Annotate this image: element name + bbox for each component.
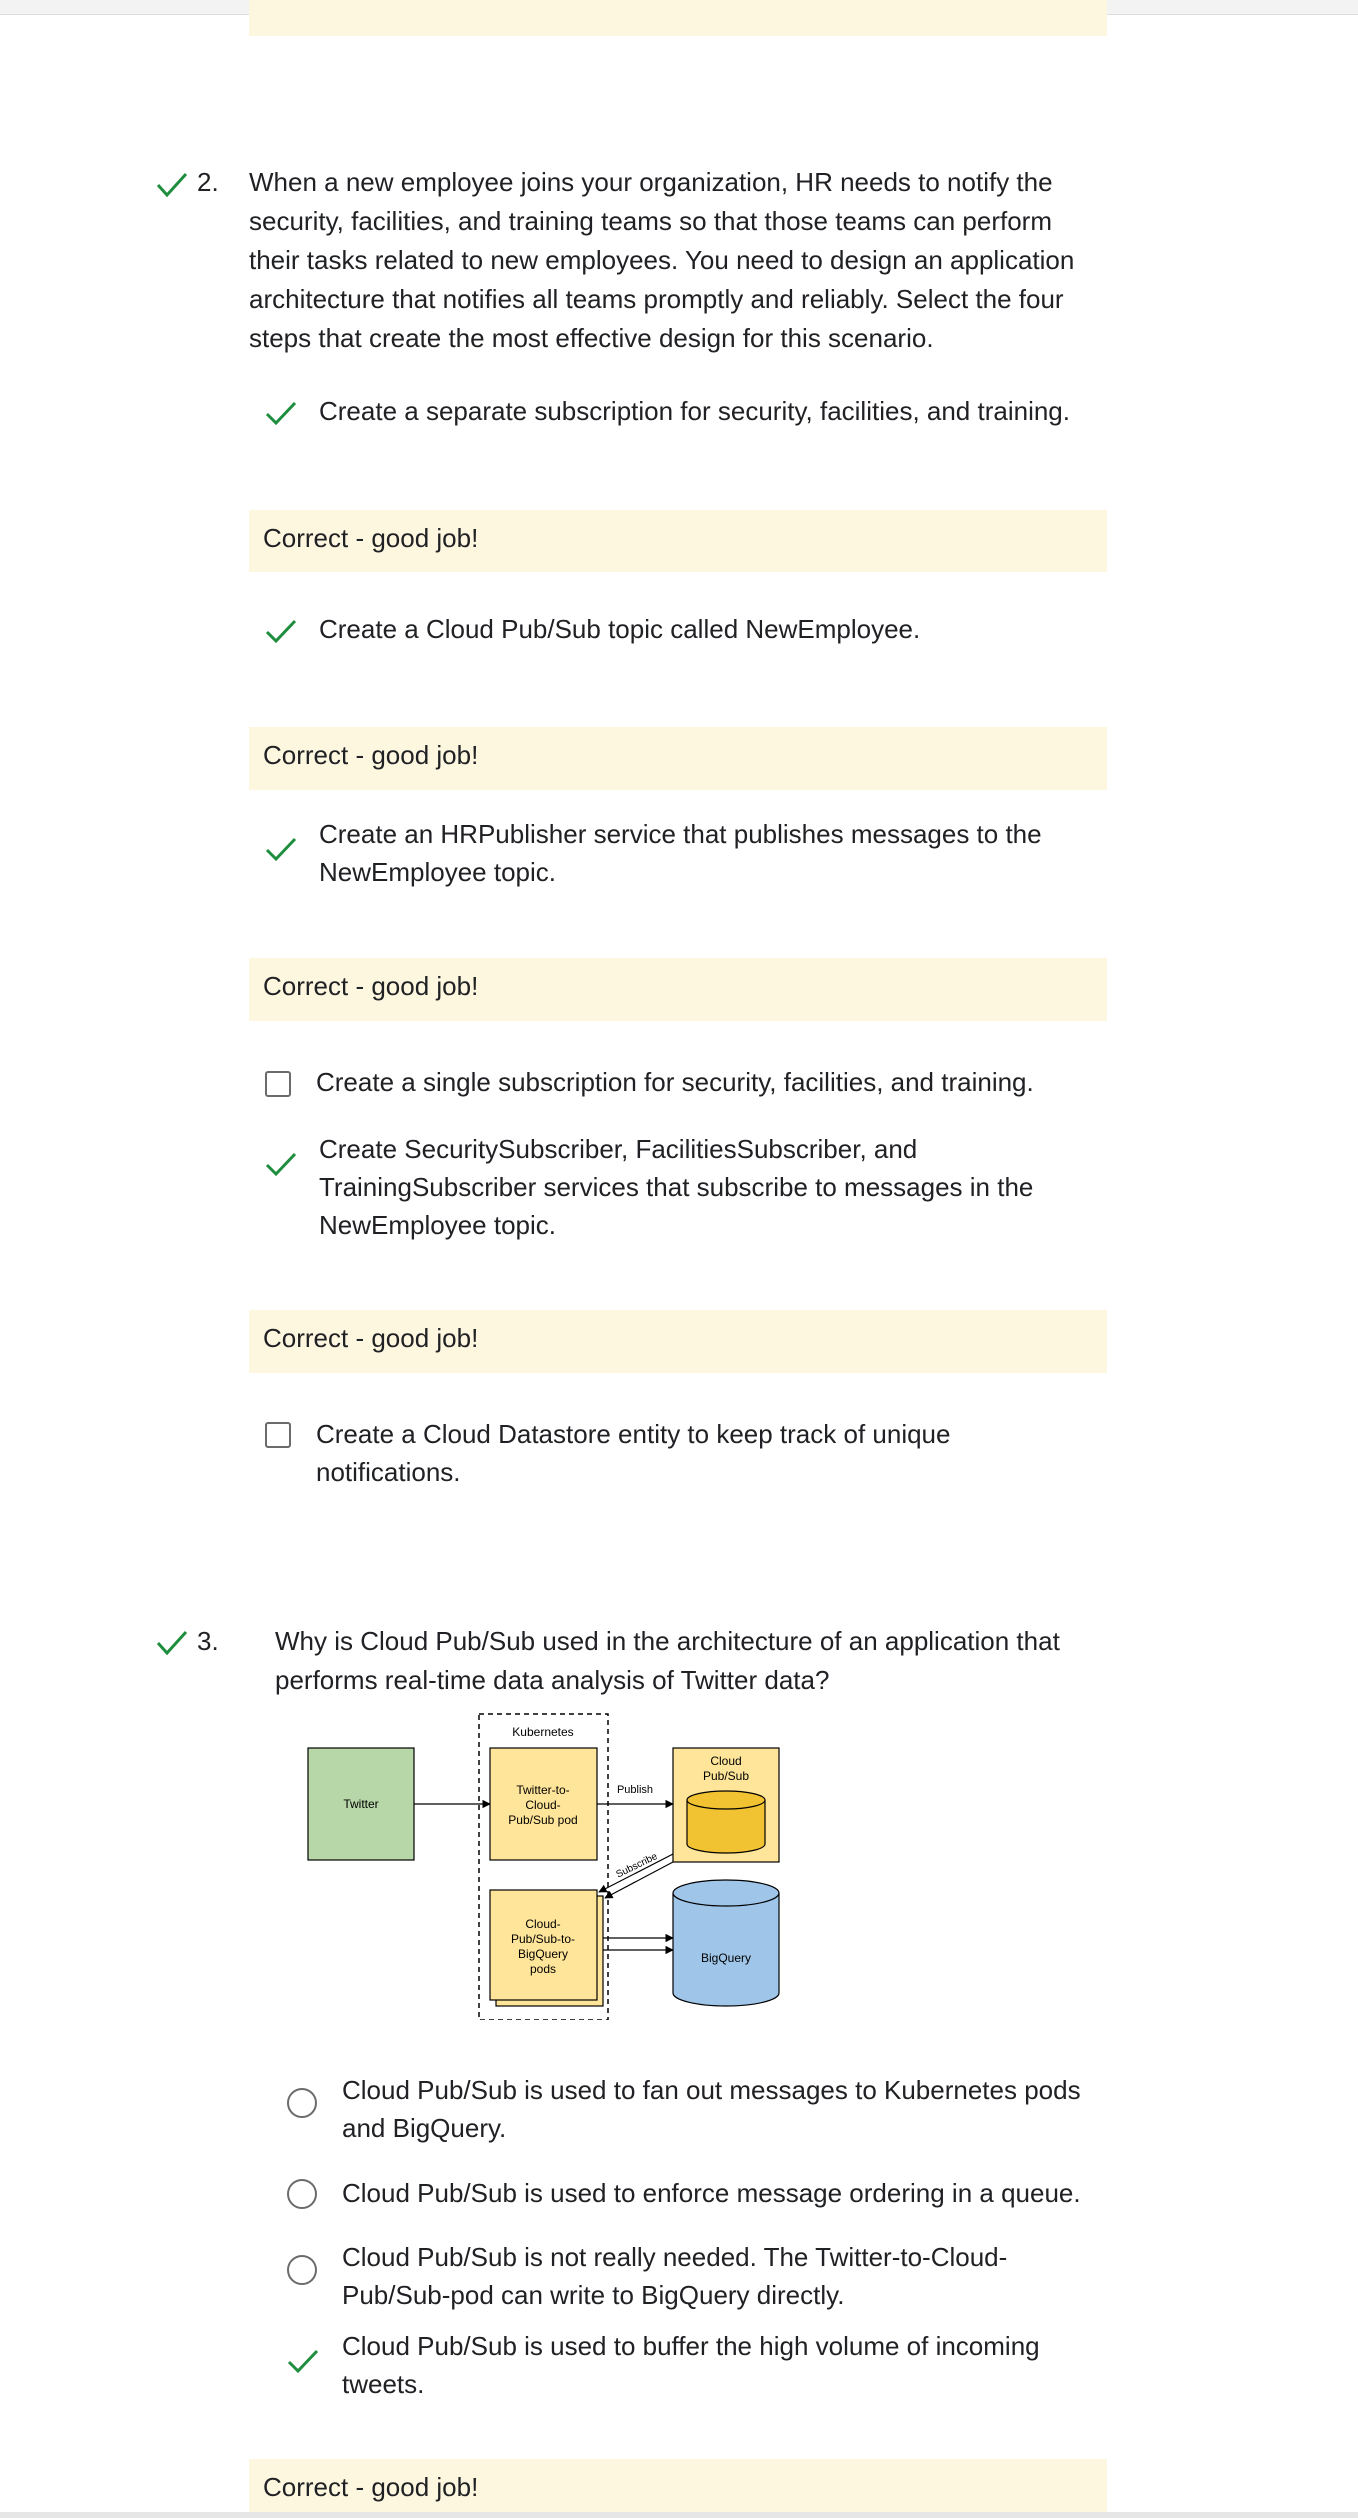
pod2-label: Pub/Sub-to- [511, 1932, 575, 1946]
option-radio[interactable] [287, 2255, 317, 2285]
twitter-label: Twitter [343, 1797, 378, 1811]
pubsub-label: Pub/Sub [703, 1769, 749, 1783]
option-checkbox[interactable] [265, 1422, 291, 1448]
bigquery-cylinder [672, 1893, 780, 2007]
feedback-banner: Correct - good job! [249, 510, 1107, 572]
answer-option[interactable]: Create a separate subscription for secur… [319, 396, 1070, 426]
answer-option[interactable]: Cloud Pub/Sub is used to buffer the high… [342, 2331, 1040, 2399]
answer-option[interactable]: Cloud Pub/Sub is used to enforce message… [342, 2178, 1081, 2208]
pod2-label: BigQuery [518, 1947, 568, 1961]
subscribe-arrow [604, 1861, 674, 1899]
option-correct-check-icon [265, 619, 297, 644]
pubsub-label: Cloud [710, 1754, 741, 1768]
pod2-label: Cloud- [525, 1917, 560, 1931]
option-correct-check-icon [265, 401, 297, 426]
answer-option[interactable]: Cloud Pub/Sub is not really needed. The … [342, 2242, 1008, 2310]
kubernetes-cluster-boundary [478, 1713, 609, 2020]
question-number: 3. [197, 1626, 219, 1656]
answer-option[interactable]: Create a Cloud Datastore entity to keep … [316, 1419, 951, 1487]
publish-label: Publish [617, 1784, 653, 1796]
option-radio[interactable] [287, 2088, 317, 2118]
option-radio[interactable] [287, 2179, 317, 2209]
answer-option[interactable]: Create a Cloud Pub/Sub topic called NewE… [319, 614, 921, 644]
answer-option[interactable]: Create a single subscription for securit… [316, 1067, 1034, 1097]
question-correct-check-icon [156, 172, 188, 198]
subscribe-arrow [598, 1853, 674, 1893]
pubsub-to-bigquery-pods-box [489, 1889, 598, 2001]
answer-option[interactable]: Create SecuritySubscriber, FacilitiesSub… [319, 1134, 1034, 1240]
question-correct-check-icon [156, 1630, 188, 1656]
pod1-label: Cloud- [525, 1798, 560, 1812]
option-correct-check-icon [265, 1152, 297, 1177]
feedback-banner: Correct - good job! [249, 958, 1107, 1021]
bigquery-label: BigQuery [701, 1951, 751, 1965]
option-correct-check-icon [265, 837, 297, 862]
previous-feedback-banner [249, 0, 1107, 36]
pod1-label: Pub/Sub pod [508, 1813, 577, 1827]
browser-bottom-edge [0, 2512, 1358, 2518]
twitter-box [307, 1747, 415, 1861]
architecture-diagram: Kubernetes Twitter Twitter-to- Cloud- Pu… [307, 1713, 780, 2020]
answer-option[interactable]: Cloud Pub/Sub is used to fan out message… [342, 2075, 1081, 2143]
question-text: Why is Cloud Pub/Sub used in the archite… [275, 1626, 1060, 1695]
subscribe-label: Subscribe [615, 1851, 660, 1881]
option-checkbox[interactable] [265, 1071, 291, 1097]
feedback-banner: Correct - good job! [249, 1310, 1107, 1373]
question-number: 2. [197, 167, 219, 197]
question-text: When a new employee joins your organizat… [249, 167, 1075, 353]
option-correct-check-icon [287, 2349, 319, 2374]
pubsub-cylinder [686, 1800, 766, 1854]
answer-option[interactable]: Create an HRPublisher service that publi… [319, 819, 1042, 887]
kubernetes-label: Kubernetes [512, 1725, 573, 1739]
feedback-banner: Correct - good job! [249, 727, 1107, 790]
pod1-label: Twitter-to- [516, 1783, 569, 1797]
pod2-label: pods [530, 1962, 556, 1976]
feedback-banner: Correct - good job! [249, 2459, 1107, 2512]
